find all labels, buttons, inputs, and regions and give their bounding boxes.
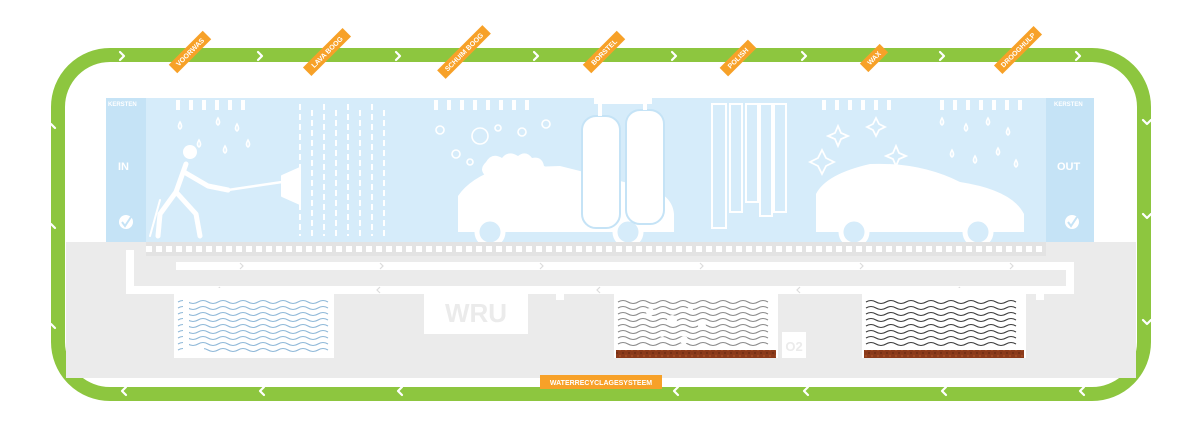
- spray-nozzles: [176, 100, 1022, 110]
- brand-logo-right: KERSTEN: [1054, 102, 1083, 108]
- wru-unit: [424, 290, 528, 334]
- track-direction-arrows: [45, 50, 1153, 397]
- svg-text:WATERRECYCLAGESYSTEEM: WATERRECYCLAGESYSTEEM: [550, 380, 652, 387]
- certified-badge-left-icon: [119, 215, 133, 229]
- conveyor-belt: [146, 242, 1046, 256]
- exit-label: OUT: [1057, 161, 1081, 173]
- certified-badge-right-icon: [1065, 215, 1079, 229]
- water-drops-icon: [177, 116, 1019, 168]
- aeration-tank: [614, 288, 778, 358]
- wru-label: WRU: [445, 298, 507, 328]
- lava-arch-spray: [299, 104, 385, 236]
- clean-water-tank: [174, 288, 334, 358]
- oxygen-label: O2: [785, 339, 802, 354]
- water-recycling-tag: WATERRECYCLAGESYSTEEM: [540, 375, 662, 389]
- settling-tank: [862, 288, 1026, 358]
- oxygen-badge: O2: [782, 332, 806, 358]
- foam-bubbles-icon: [435, 119, 551, 166]
- shiny-car-icon: [816, 163, 1024, 248]
- brush-rollers-icon: [581, 98, 665, 229]
- polish-curtains-icon: [711, 103, 787, 229]
- brand-logo-left: KERSTEN: [108, 102, 137, 108]
- entry-label: IN: [118, 161, 129, 173]
